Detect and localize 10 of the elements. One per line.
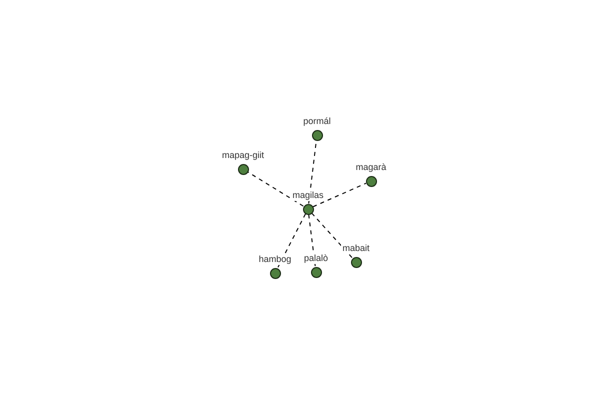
node-label: hambog: [258, 254, 292, 264]
node-label: palalò: [302, 252, 330, 264]
node-label: pormál: [302, 116, 332, 126]
dashed-connector: [312, 182, 366, 208]
node-label: mabait: [341, 242, 370, 254]
dashed-connector: [311, 212, 353, 258]
node-label: magarà: [354, 162, 388, 172]
dashed-connector: [277, 213, 306, 269]
node-label: magilas: [291, 190, 324, 200]
node-label: mapag-giit: [220, 150, 266, 160]
